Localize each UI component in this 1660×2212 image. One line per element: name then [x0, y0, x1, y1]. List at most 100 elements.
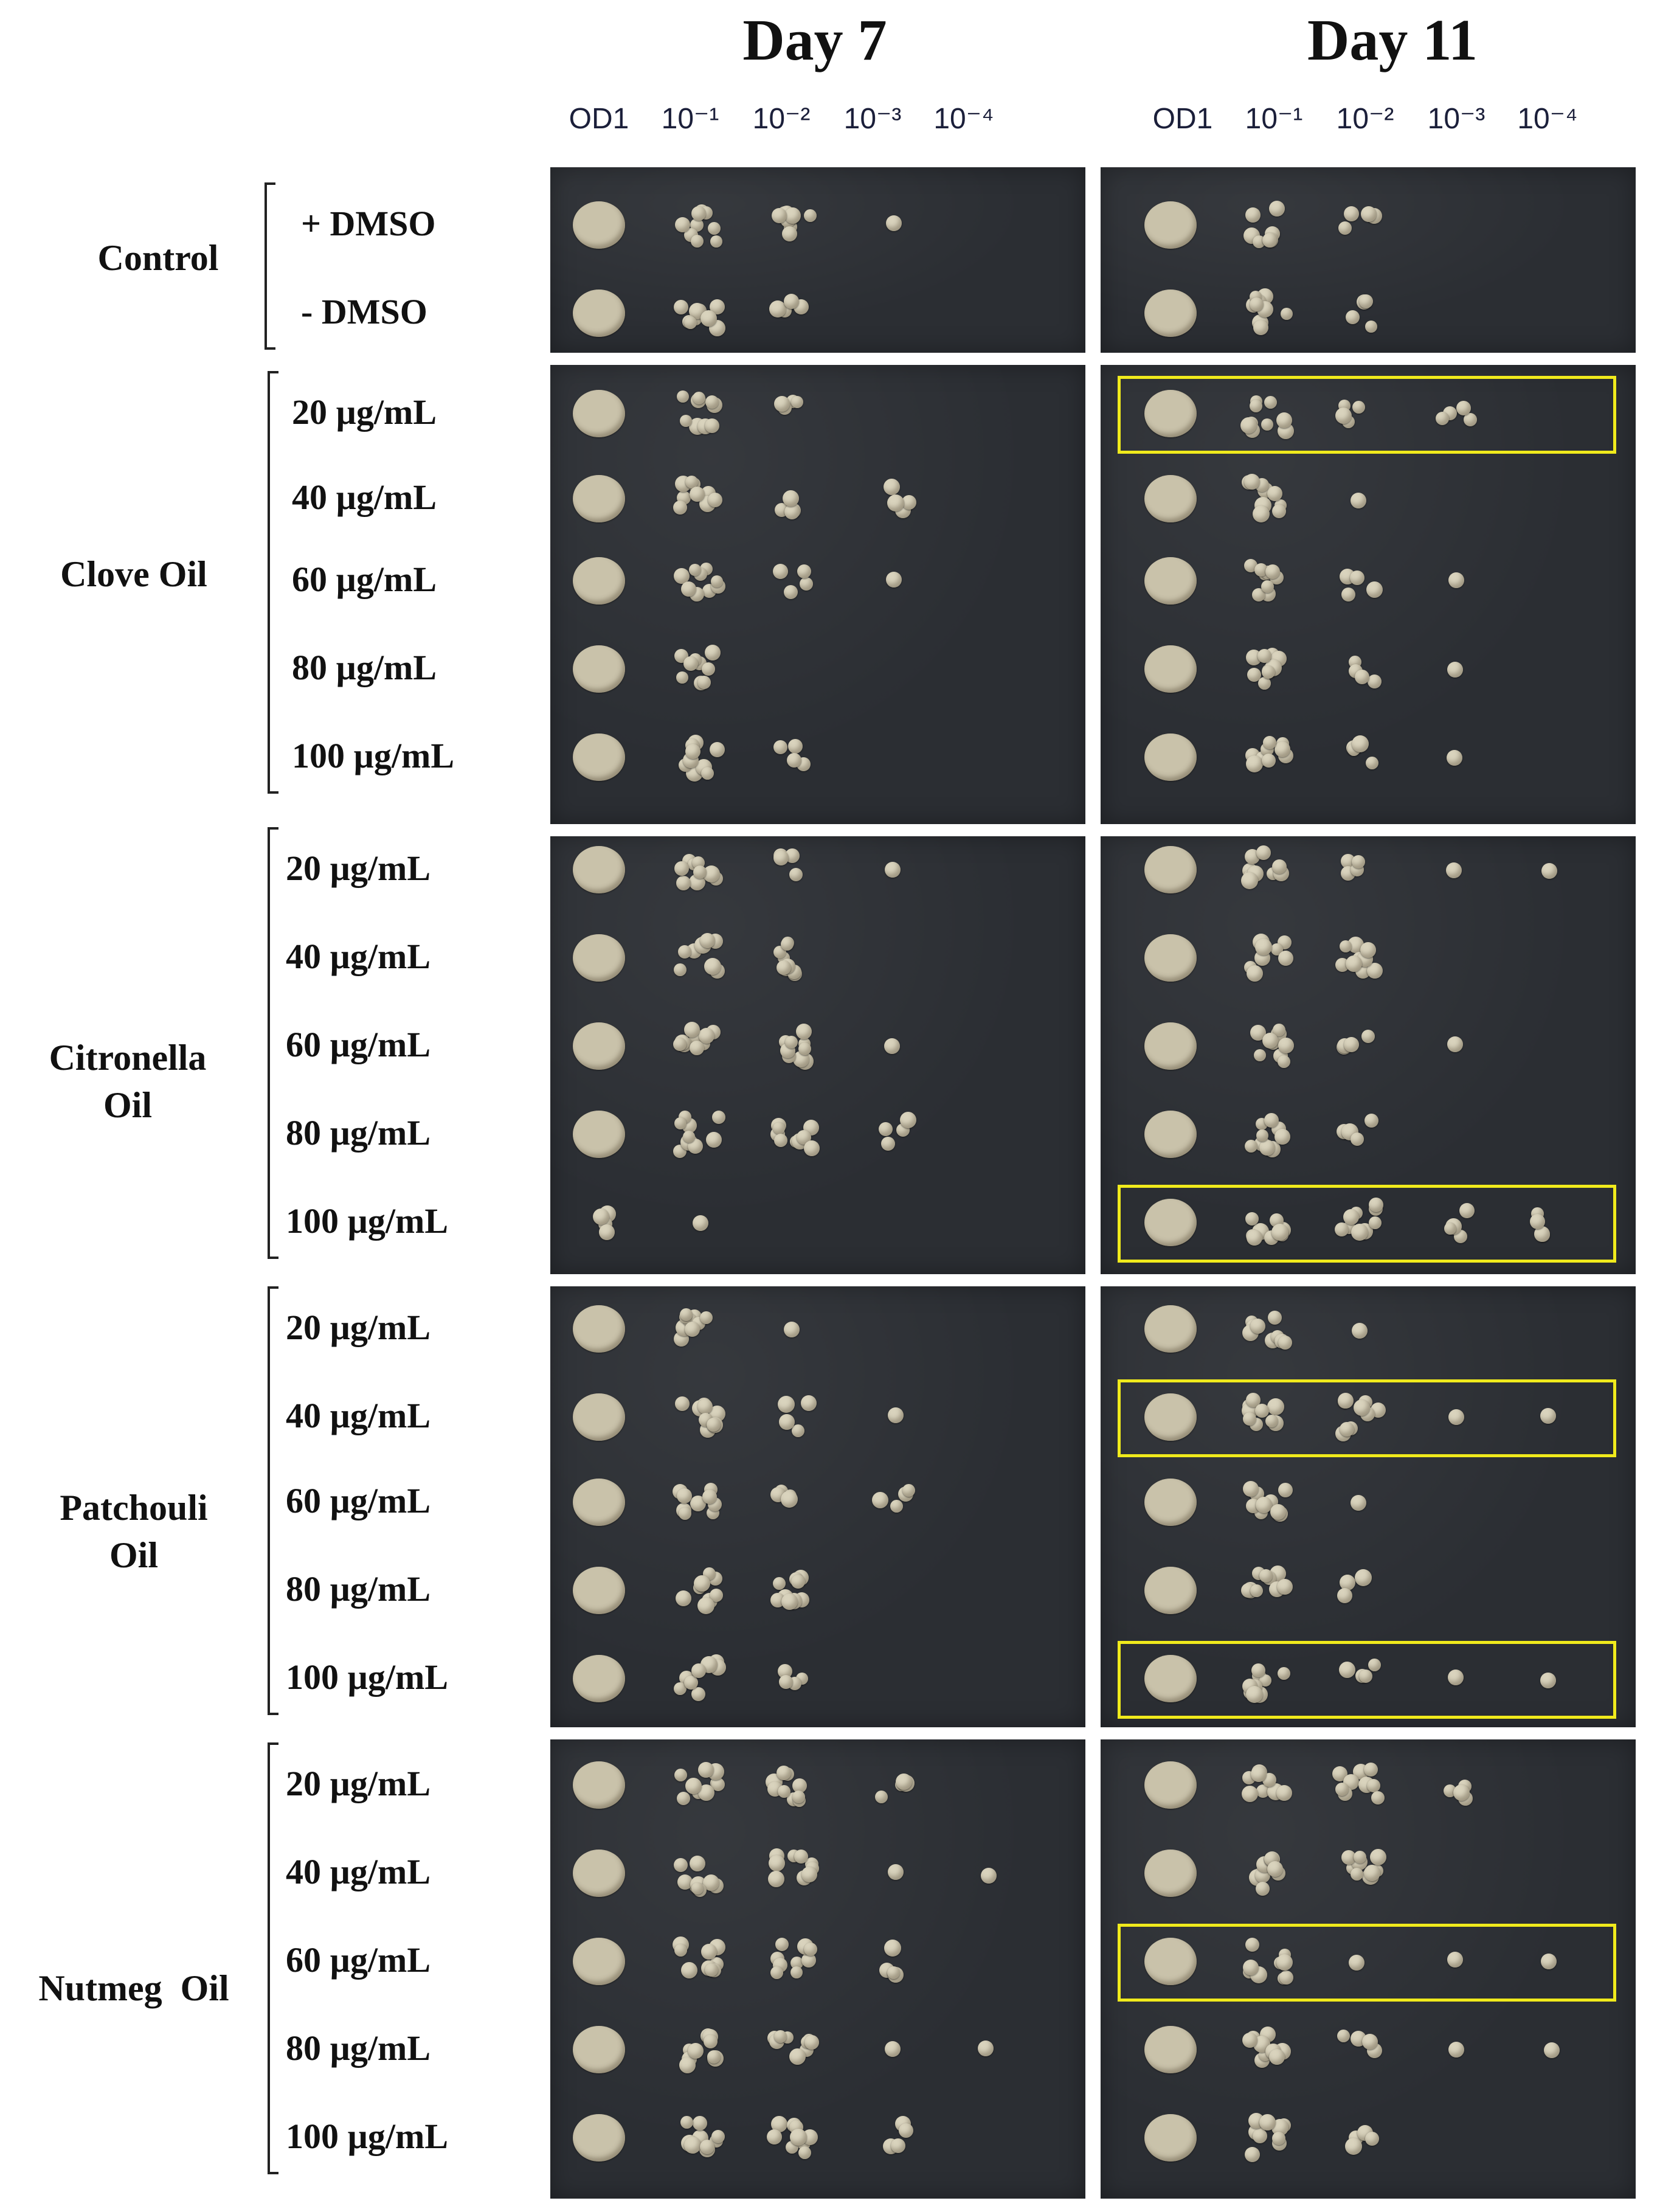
- colony-spot: [676, 1590, 692, 1607]
- colony-spot: [681, 1962, 698, 1979]
- colony-spot: [774, 396, 790, 412]
- colony-spot: [677, 390, 690, 403]
- group-bracket: [268, 1742, 278, 2174]
- colony-spot: [1364, 1114, 1378, 1128]
- plate-day7: [550, 836, 1085, 1274]
- colony-spot: [1264, 1112, 1279, 1128]
- colony-spot: [1456, 400, 1471, 415]
- colony-spot: [679, 2056, 696, 2073]
- highlight-box: [1118, 1379, 1616, 1457]
- colony-spot: [1245, 1938, 1260, 1952]
- colony-spot: [1341, 588, 1355, 602]
- colony-spot: [702, 1489, 717, 1505]
- title-day7: Day 7: [742, 7, 887, 72]
- colony-spot: [1249, 297, 1264, 311]
- group-label-clove: Clove Oil: [60, 554, 207, 594]
- colony-spot: [778, 1675, 793, 1690]
- colony-spot: [700, 1943, 717, 1960]
- colony-spot: [1242, 1786, 1259, 1803]
- colony-spot: [789, 2048, 806, 2065]
- colony-spot: [796, 1024, 812, 1040]
- plate-day11: [1101, 167, 1636, 353]
- colony-spot: [674, 861, 690, 876]
- colony-spot: [1259, 1674, 1271, 1687]
- colony-spot: [784, 294, 800, 310]
- colony-spot: [673, 1038, 686, 1052]
- dilution-label: OD1: [569, 102, 629, 135]
- colony-spot: [1350, 1495, 1366, 1511]
- row-label: 40 µg/mL: [286, 937, 431, 976]
- colony-spot: [773, 850, 789, 866]
- colony-spot: [1254, 1404, 1269, 1418]
- colony-spot: [573, 846, 625, 893]
- colony-spot: [1448, 1409, 1464, 1425]
- colony-spot: [778, 1413, 795, 1430]
- colony-spot: [680, 2115, 694, 2129]
- colony-spot: [772, 563, 788, 579]
- colony-spot: [684, 2136, 702, 2154]
- row-label: 80 µg/mL: [286, 1113, 431, 1153]
- colony-spot: [674, 1117, 687, 1129]
- group-label-nutmeg: Nutmeg Oil: [38, 1968, 229, 2008]
- colony-spot: [887, 494, 904, 512]
- colony-spot: [800, 1395, 817, 1411]
- colony-spot: [1364, 320, 1377, 333]
- row-label: 20 µg/mL: [292, 392, 437, 432]
- colony-spot: [1364, 1865, 1381, 1882]
- colony-spot: [674, 1682, 687, 1696]
- colony-spot: [784, 584, 798, 599]
- colony-spot: [790, 1966, 803, 1979]
- colony-spot: [1361, 1030, 1375, 1044]
- colony-spot: [1351, 1323, 1368, 1339]
- dilution-label: 10⁻¹: [1245, 103, 1303, 135]
- colony-spot: [573, 1305, 625, 1353]
- colony-spot: [1243, 474, 1260, 490]
- colony-spot: [776, 1765, 791, 1780]
- colony-spot: [885, 861, 901, 878]
- colony-spot: [687, 2043, 704, 2059]
- colony-spot: [782, 226, 798, 242]
- colony-spot: [1144, 1199, 1197, 1246]
- colony-spot: [1463, 412, 1477, 426]
- colony-spot: [1280, 308, 1293, 321]
- colony-spot: [1144, 2026, 1197, 2073]
- colony-spot: [784, 207, 801, 224]
- colony-spot: [1255, 938, 1273, 956]
- colony-spot: [683, 656, 698, 671]
- row-label: 60 µg/mL: [286, 1481, 431, 1520]
- colony-spot: [1361, 206, 1377, 222]
- colony-spot: [1272, 1024, 1285, 1037]
- colony-spot: [766, 2129, 782, 2145]
- colony-spot: [1245, 755, 1263, 773]
- dilution-label: 10⁻³: [843, 103, 902, 135]
- colony-spot: [1444, 1222, 1457, 1235]
- colony-spot: [1335, 1783, 1349, 1797]
- colony-spot: [1242, 2033, 1258, 2048]
- colony-spot: [1345, 310, 1360, 324]
- row-label: 100 µg/mL: [286, 1201, 449, 1241]
- colony-spot: [679, 414, 692, 427]
- colony-spot: [884, 478, 901, 495]
- colony-spot: [1279, 1971, 1293, 1985]
- colony-spot: [1254, 563, 1268, 577]
- colony-spot: [1242, 1959, 1259, 1975]
- colony-spot: [592, 1208, 609, 1225]
- dilution-label: 10⁻²: [1336, 103, 1394, 135]
- colony-spot: [673, 963, 686, 977]
- group-label-citronella: Citronella Oil: [49, 1038, 207, 1125]
- colony-spot: [1368, 1198, 1383, 1213]
- colony-spot: [676, 876, 691, 891]
- colony-spot: [1337, 1393, 1354, 1409]
- colony-spot: [705, 395, 719, 409]
- colony-spot: [1271, 859, 1287, 875]
- colony-spot: [573, 1393, 625, 1441]
- colony-spot: [899, 1112, 916, 1129]
- row-label: 100 µg/mL: [286, 2117, 449, 2156]
- colony-spot: [1144, 390, 1197, 437]
- colony-spot: [1243, 1412, 1257, 1426]
- colony-spot: [884, 2040, 901, 2057]
- colony-spot: [673, 299, 688, 314]
- colony-spot: [789, 867, 803, 881]
- colony-spot: [697, 676, 711, 690]
- colony-spot: [1365, 2131, 1380, 2146]
